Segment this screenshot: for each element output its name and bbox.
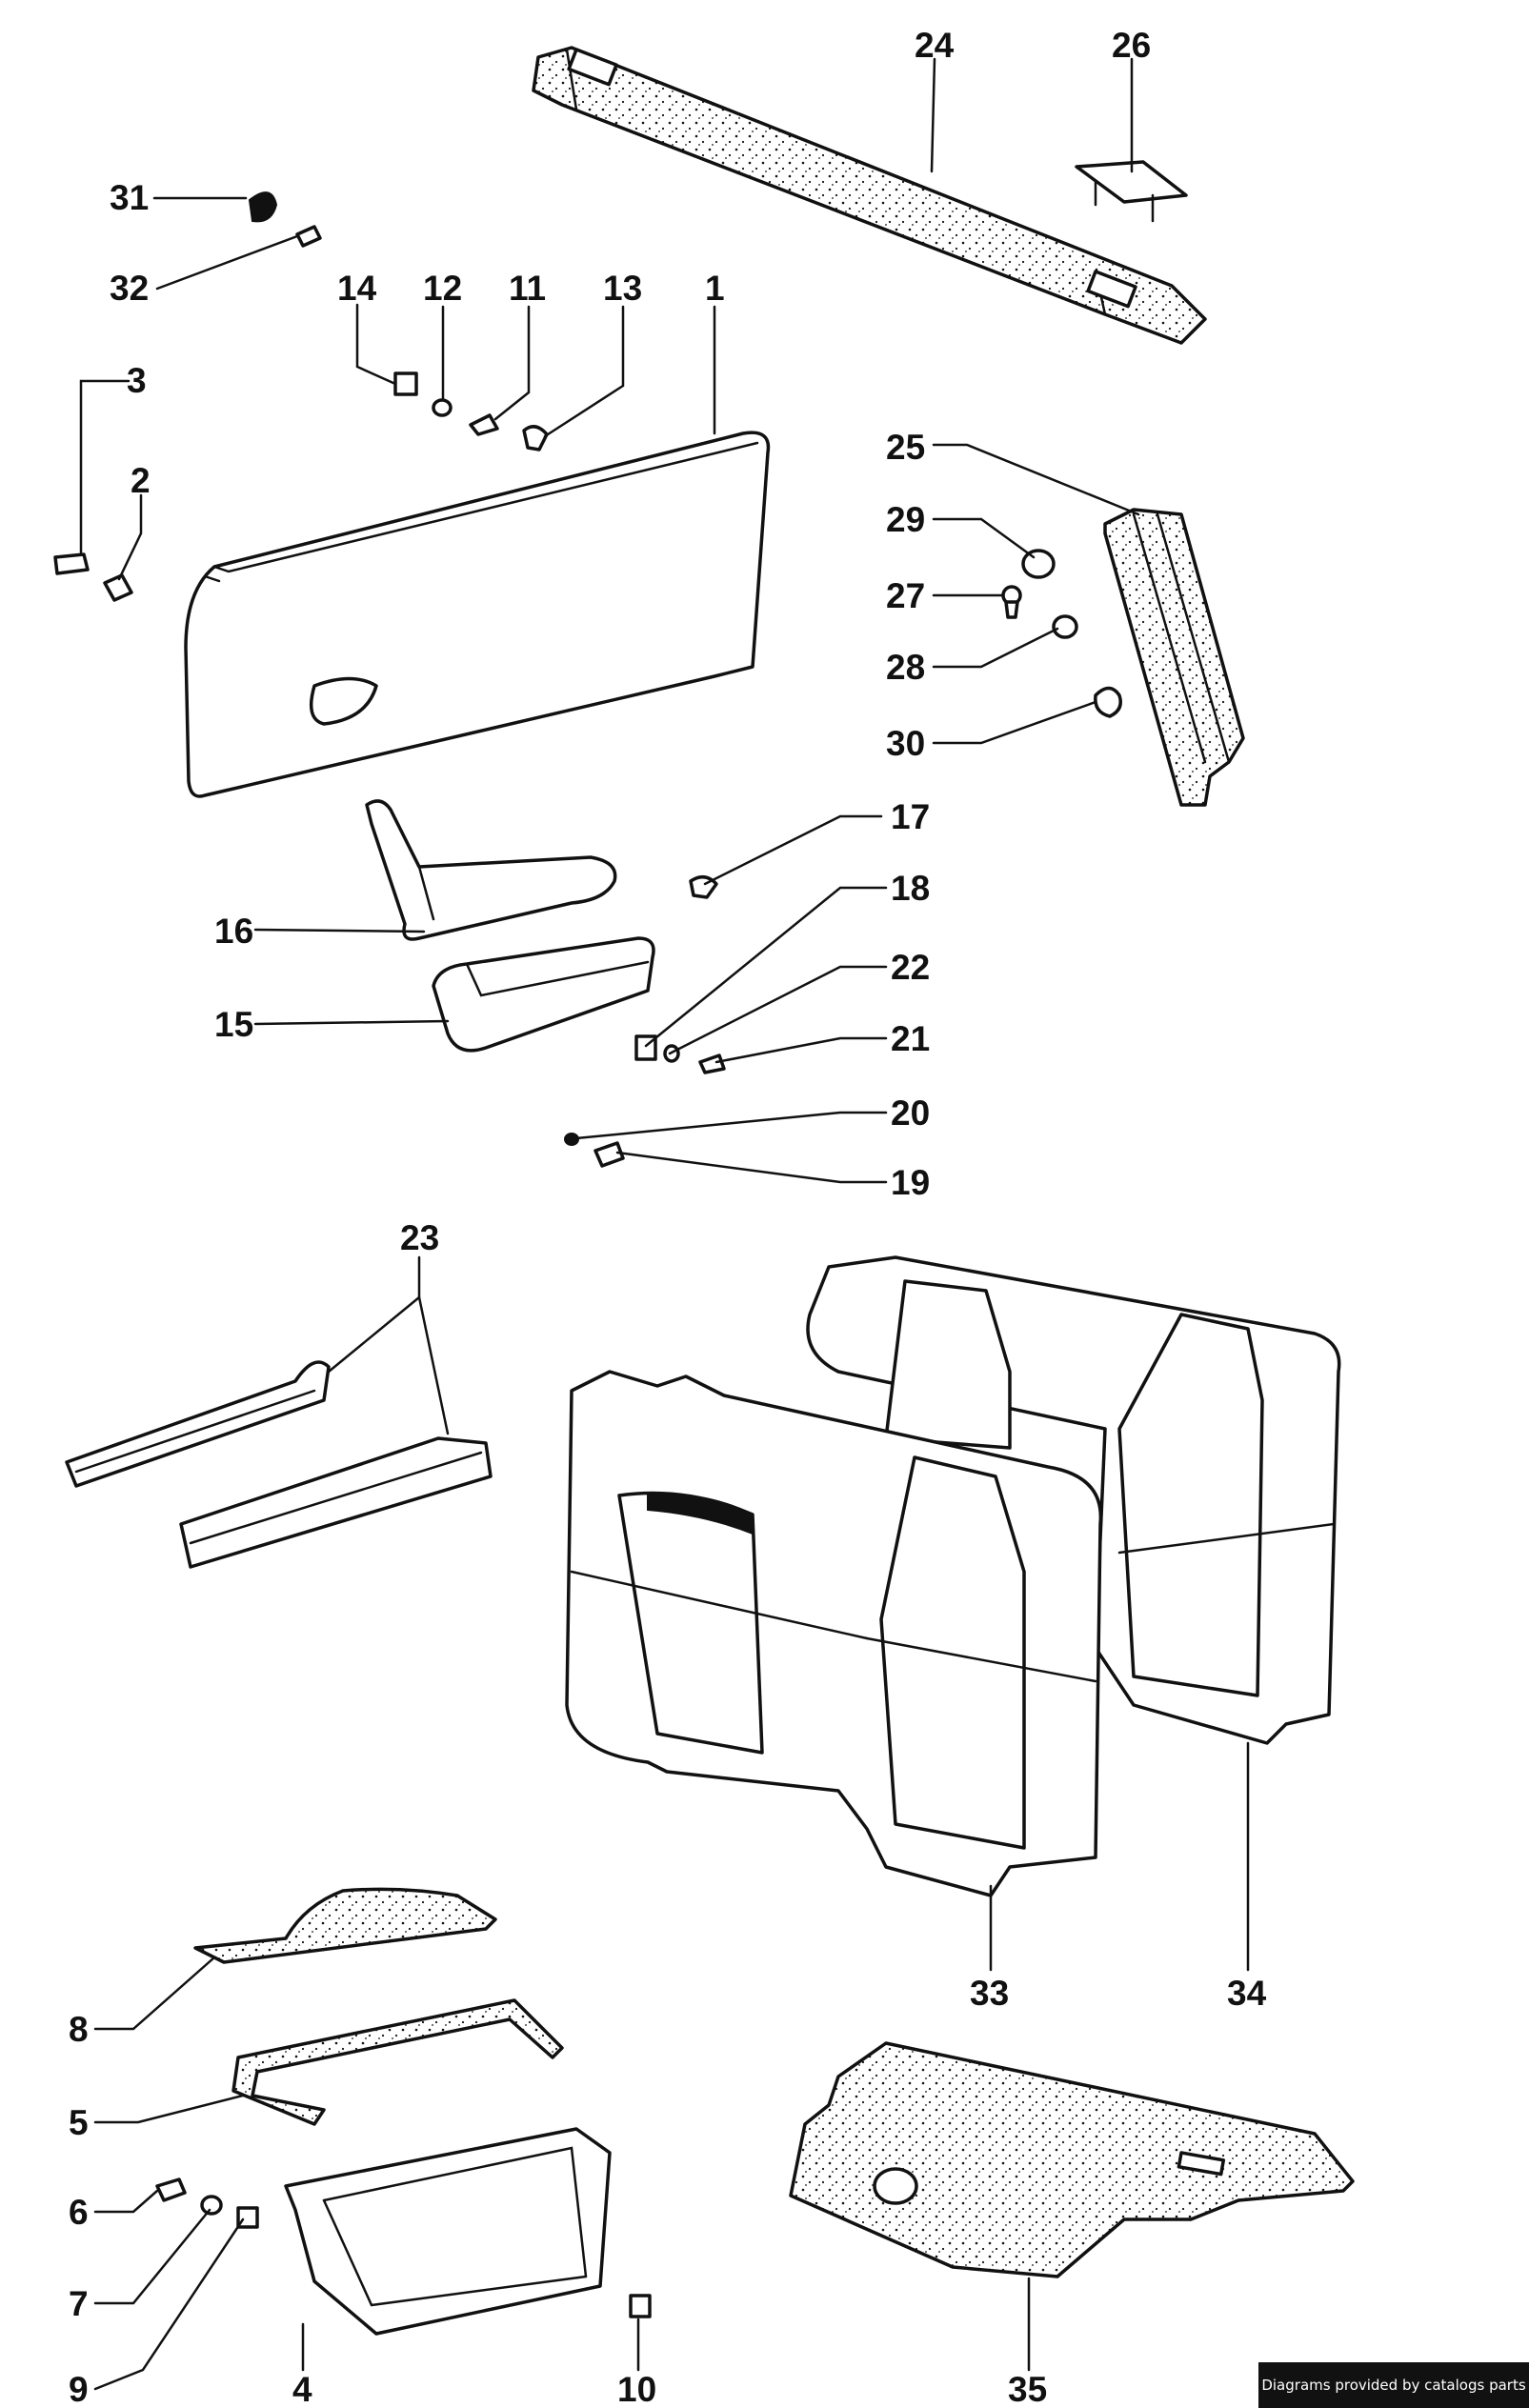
callout-10: 10	[617, 2370, 656, 2408]
part-16-armrest	[365, 799, 617, 941]
part-30-grommet	[1094, 686, 1122, 718]
part-25-pillar-trim	[1103, 508, 1245, 807]
callout-8: 8	[69, 2010, 89, 2049]
part-26-clip	[1075, 160, 1188, 223]
callout-7: 7	[69, 2284, 89, 2323]
part-8-shelf	[193, 1887, 497, 1964]
credit-badge: Diagrams provided by catalogs parts	[1258, 2362, 1529, 2408]
callout-15: 15	[214, 1005, 253, 1044]
callout-35: 35	[1008, 2370, 1047, 2408]
part-10-nut	[629, 2294, 652, 2318]
callout-11: 11	[509, 269, 546, 308]
part-11-screw	[469, 413, 499, 436]
callout-24: 24	[915, 26, 955, 65]
callout-4: 4	[292, 2370, 312, 2408]
callout-labels: 24 26 31 32 14 12 11 13 1 3 2 25 29 27 2…	[69, 26, 1267, 2408]
part-27-stud	[1001, 585, 1022, 619]
part-35-floor-panel	[789, 2041, 1355, 2278]
part-9-nut	[236, 2206, 259, 2229]
callout-19: 19	[891, 1163, 930, 1202]
part-24-roof-bow	[532, 46, 1207, 345]
callout-16: 16	[214, 912, 253, 951]
part-4-glove-box	[284, 2127, 612, 2336]
callout-14: 14	[337, 269, 377, 308]
callout-20: 20	[891, 1094, 930, 1133]
part-31-cap	[248, 191, 278, 223]
part-1-door-panel	[184, 431, 771, 798]
part-2-clip	[103, 573, 133, 602]
callout-17: 17	[891, 797, 930, 836]
part-13-plug	[522, 425, 549, 452]
callout-29: 29	[886, 500, 925, 539]
callout-25: 25	[886, 428, 925, 467]
callout-2: 2	[131, 461, 151, 500]
part-12-washer	[432, 398, 453, 417]
part-21-screw	[698, 1054, 726, 1074]
part-3-pin	[53, 552, 90, 575]
part-7-washer	[200, 2195, 223, 2216]
part-14-clip-nut	[393, 371, 418, 396]
callout-1: 1	[705, 269, 725, 308]
callout-27: 27	[886, 576, 925, 615]
part-5-frame	[231, 1998, 564, 2126]
callout-23: 23	[400, 1218, 439, 1257]
callout-33: 33	[970, 1974, 1009, 2013]
part-15-door-pocket	[432, 936, 655, 1053]
part-29-grommet	[1021, 549, 1056, 579]
callout-31: 31	[110, 178, 149, 217]
leader-lines	[79, 57, 1250, 2391]
callout-26: 26	[1112, 26, 1151, 65]
callout-12: 12	[423, 269, 462, 308]
callout-28: 28	[886, 648, 925, 687]
callout-13: 13	[603, 269, 642, 308]
callout-5: 5	[69, 2103, 89, 2142]
callout-32: 32	[110, 269, 149, 308]
part-6-screw	[155, 2177, 187, 2202]
callout-6: 6	[69, 2193, 89, 2232]
part-34-rear-seat-back	[806, 1255, 1341, 1745]
callout-22: 22	[891, 948, 930, 987]
callout-34: 34	[1227, 1974, 1267, 2013]
callout-30: 30	[886, 724, 925, 763]
part-32-screw	[295, 225, 322, 248]
part-23-sill-strips	[65, 1360, 493, 1569]
callout-3: 3	[127, 361, 147, 400]
part-19-screw	[593, 1141, 625, 1168]
part-33-seat-back	[565, 1370, 1103, 1897]
callout-9: 9	[69, 2370, 89, 2408]
callout-21: 21	[891, 1019, 930, 1058]
part-28-washer	[1052, 614, 1078, 639]
callout-18: 18	[891, 869, 930, 908]
